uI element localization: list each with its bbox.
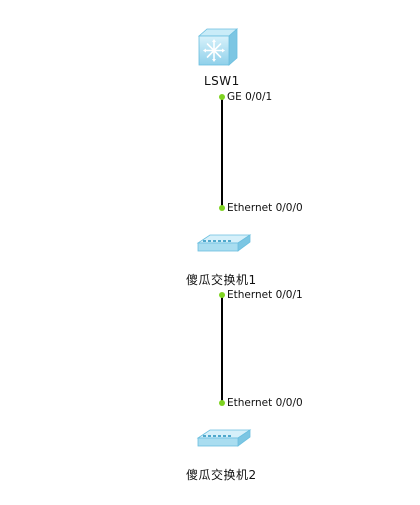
port-label-sw1-eth001: Ethernet 0/0/1: [227, 289, 303, 301]
l3-switch-icon: [197, 28, 239, 66]
port-label-sw1-eth000: Ethernet 0/0/0: [227, 202, 303, 214]
device-sw2[interactable]: [196, 424, 252, 450]
device-label-lsw1: LSW1: [204, 74, 240, 88]
device-label-sw1: 傻瓜交换机1: [186, 273, 257, 287]
device-label-sw2: 傻瓜交换机2: [186, 468, 257, 482]
hub-switch-icon: [196, 234, 252, 252]
device-sw1[interactable]: [196, 229, 252, 255]
port-dot-sw2-eth000[interactable]: [219, 400, 225, 406]
port-dot-sw1-eth001[interactable]: [219, 292, 225, 298]
port-dot-lsw1-ge001[interactable]: [219, 94, 225, 100]
port-label-lsw1-ge001: GE 0/0/1: [227, 91, 273, 103]
hub-switch-icon: [196, 429, 252, 447]
device-lsw1[interactable]: [195, 26, 239, 66]
port-label-sw2-eth000: Ethernet 0/0/0: [227, 397, 303, 409]
port-dot-sw1-eth000[interactable]: [219, 205, 225, 211]
